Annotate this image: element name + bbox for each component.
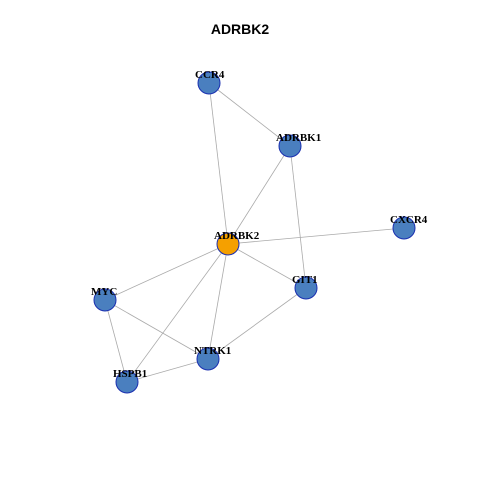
edge-ccr4-adrbk2 [208, 82, 229, 245]
node-label-myc: MYC [91, 286, 117, 298]
node-hspb1[interactable] [115, 370, 139, 394]
edge-adrbk2-ntrk1 [207, 243, 229, 360]
edge-adrbk2-git1 [227, 243, 307, 289]
edges-layer [104, 82, 405, 383]
figure-title: ADRBK2 [210, 21, 270, 37]
edge-ccr4-adrbk1 [208, 82, 291, 147]
edge-adrbk2-myc [104, 243, 229, 301]
node-label-ccr4: CCR4 [195, 69, 225, 81]
node-git1[interactable] [294, 276, 318, 300]
edge-adrbk2-hspb1 [126, 243, 229, 383]
node-ntrk1[interactable] [196, 347, 220, 371]
node-label-adrbk1: ADRBK1 [276, 132, 321, 144]
edge-adrbk1-adrbk2 [227, 145, 291, 245]
node-label-adrbk2: ADRBK2 [214, 230, 260, 242]
node-label-ntrk1: NTRK1 [194, 345, 231, 357]
node-adrbk2[interactable] [216, 232, 240, 256]
edge-adrbk1-git1 [289, 145, 307, 289]
node-adrbk1[interactable] [278, 134, 302, 158]
node-myc[interactable] [93, 288, 117, 312]
node-ccr4[interactable] [197, 71, 221, 95]
edge-git1-ntrk1 [207, 287, 307, 360]
edge-adrbk2-cxcr4 [227, 227, 405, 245]
edge-myc-hspb1 [104, 299, 128, 383]
node-cxcr4[interactable] [392, 216, 416, 240]
node-label-hspb1: HSPB1 [113, 368, 147, 380]
edge-myc-ntrk1 [104, 299, 209, 360]
nodes-layer [93, 71, 416, 394]
node-label-git1: GIT1 [292, 274, 318, 286]
edge-hspb1-ntrk1 [126, 358, 209, 383]
node-label-cxcr4: CXCR4 [390, 214, 428, 226]
